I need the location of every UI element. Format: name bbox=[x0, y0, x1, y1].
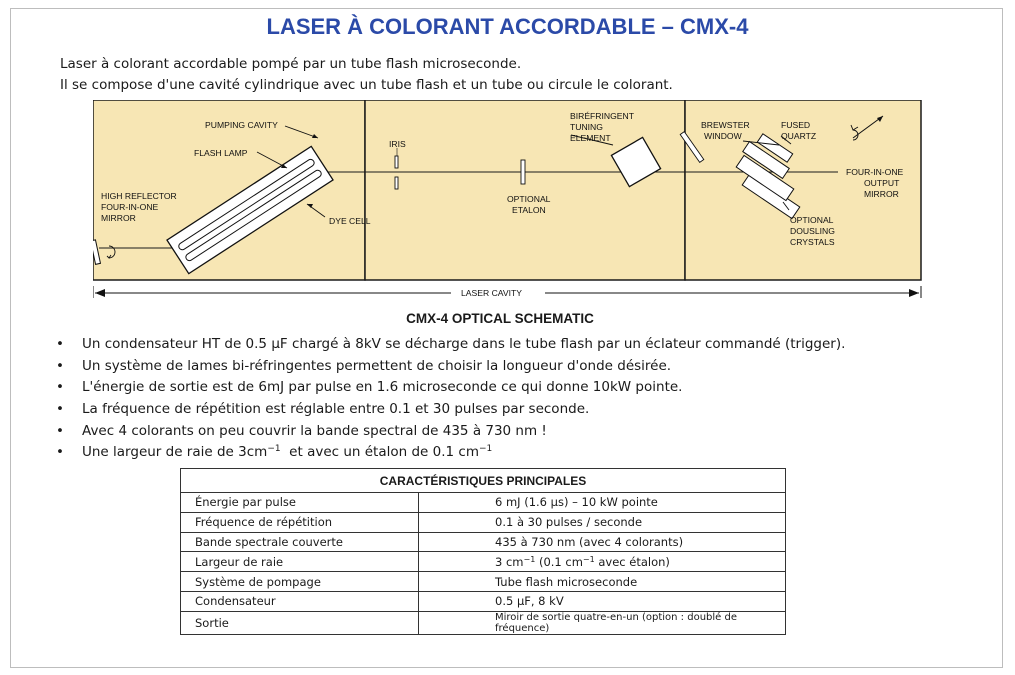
iris-bottom bbox=[394, 176, 399, 190]
iris-top bbox=[394, 155, 399, 169]
label-high-reflector-2: FOUR-IN-ONE bbox=[101, 202, 159, 212]
label-output-mirror-1: FOUR-IN-ONE bbox=[846, 167, 904, 177]
table-row: Bande spectrale couverte 435 à 730 nm (a… bbox=[180, 531, 786, 553]
label-dye-cell: DYE CELL bbox=[329, 216, 371, 226]
panel-left bbox=[92, 99, 366, 281]
high-reflector-mirror bbox=[89, 239, 116, 265]
label-brewster-1: BREWSTER bbox=[701, 120, 750, 130]
label-doubling-3: CRYSTALS bbox=[790, 237, 835, 247]
linewidth-value: 3 cm−1 (0.1 cm−1 avec étalon) bbox=[418, 551, 786, 573]
rotation-arrow-icon bbox=[850, 115, 884, 141]
label-doubling-2: DOUSLING bbox=[790, 226, 835, 236]
panel-right bbox=[684, 99, 922, 281]
table-row: Sortie Miroir de sortie quatre-en-un (op… bbox=[180, 610, 786, 635]
feature-list: •Un condensateur HT de 0.5 µF chargé à 8… bbox=[56, 334, 845, 464]
label-birefringent-3: ELEMENT bbox=[570, 133, 611, 143]
label-iris: IRIS bbox=[389, 139, 406, 149]
schematic-diagram: PUMPING CAVITY FLASH LAMP HIGH REFLECTOR… bbox=[89, 99, 922, 298]
list-item: •Un système de lames bi-réfringentes per… bbox=[56, 357, 672, 374]
label-doubling-1: OPTIONAL bbox=[790, 215, 834, 225]
label-output-mirror-2: OUTPUT bbox=[864, 178, 900, 188]
list-item: •L'énergie de sortie est de 6mJ par puls… bbox=[56, 379, 683, 396]
label-birefringent-1: BIRÉFRINGENT bbox=[570, 111, 635, 121]
table-row: Système de pompage Tube flash microsecon… bbox=[180, 571, 786, 592]
table-row: Largeur de raie 3 cm−1 (0.1 cm−1 avec ét… bbox=[180, 551, 786, 573]
panel-middle bbox=[364, 99, 686, 281]
label-etalon-2: ETALON bbox=[512, 205, 546, 215]
birefringent-element bbox=[610, 136, 662, 188]
label-laser-cavity: LASER CAVITY bbox=[461, 288, 522, 298]
table-row: Condensateur 0.5 µF, 8 kV bbox=[180, 590, 786, 612]
intro-line-1: Laser à colorant accordable pompé par un… bbox=[60, 56, 522, 72]
list-item: •La fréquence de répétition est réglable… bbox=[56, 401, 590, 418]
label-output-mirror-3: MIRROR bbox=[864, 189, 899, 199]
arrow-right-icon bbox=[909, 289, 919, 297]
list-item: •Avec 4 colorants on peu couvrir la band… bbox=[56, 422, 547, 439]
table-row: Fréquence de répétition 0.1 à 30 pulses … bbox=[180, 511, 786, 533]
schematic-caption: CMX-4 OPTICAL SCHEMATIC bbox=[406, 311, 594, 326]
etalon bbox=[520, 159, 526, 185]
label-birefringent-2: TUNING bbox=[570, 122, 603, 132]
optical-schematic: PUMPING CAVITY FLASH LAMP HIGH REFLECTOR… bbox=[89, 99, 923, 304]
list-item: •Une largeur de raie de 3cm−1 et avec un… bbox=[56, 444, 493, 461]
table-header: CARACTÉRISTIQUES PRINCIPALES bbox=[180, 468, 786, 493]
page-frame bbox=[10, 8, 1003, 668]
label-brewster-2: WINDOW bbox=[704, 131, 743, 141]
brewster-window bbox=[679, 131, 705, 163]
table-row: Énergie par pulse 6 mJ (1.6 µs) – 10 kW … bbox=[180, 492, 786, 513]
arrow-left-icon bbox=[95, 289, 105, 297]
list-item: •Un condensateur HT de 0.5 µF chargé à 8… bbox=[56, 336, 846, 352]
label-high-reflector-1: HIGH REFLECTOR bbox=[101, 191, 177, 201]
label-fused-quartz-1: FUSED bbox=[781, 120, 810, 130]
doubling-crystals bbox=[735, 133, 801, 220]
intro-text: Laser à colorant accordable pompé par un… bbox=[60, 54, 673, 96]
intro-line-2: Il se compose d'une cavité cylindrique a… bbox=[60, 77, 673, 93]
specifications-table: CARACTÉRISTIQUES PRINCIPALES Énergie par… bbox=[180, 468, 786, 635]
label-pumping-cavity: PUMPING CAVITY bbox=[205, 120, 278, 130]
label-high-reflector-3: MIRROR bbox=[101, 213, 136, 223]
label-flash-lamp: FLASH LAMP bbox=[194, 148, 248, 158]
label-fused-quartz-2: QUARTZ bbox=[781, 131, 816, 141]
page-title: LASER À COLORANT ACCORDABLE – CMX-4 bbox=[266, 14, 749, 39]
pumping-cavity bbox=[166, 145, 334, 275]
label-etalon-1: OPTIONAL bbox=[507, 194, 551, 204]
